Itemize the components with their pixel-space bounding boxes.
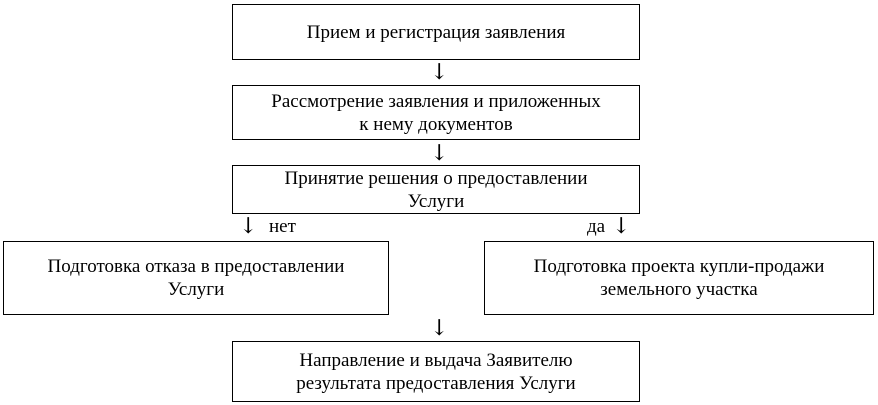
step-refuse-box: Подготовка отказа в предоставлении Услуг… bbox=[3, 241, 389, 315]
step-contract-text-line2: земельного участка bbox=[600, 279, 758, 300]
step-review-box: Рассмотрение заявления и приложенных к н… bbox=[232, 85, 640, 140]
step-issue-text-line2: результата предоставления Услуги bbox=[296, 372, 576, 394]
step-issue-box: Направление и выдача Заявителю результат… bbox=[232, 341, 640, 402]
arrow-down-icon-yes-branch: ↓ bbox=[612, 214, 631, 239]
arrow-down-icon: ↓ bbox=[430, 60, 449, 85]
branch-label-no: нет bbox=[269, 216, 296, 237]
branch-label-yes: да bbox=[587, 216, 606, 237]
step-contract-box: Подготовка проекта купли-продажи земельн… bbox=[484, 241, 874, 315]
arrow-down-icon: ↓ bbox=[430, 141, 449, 166]
step-contract-text-line1: Подготовка проекта купли-продажи bbox=[533, 256, 825, 277]
step-receive-box: Прием и регистрация заявления bbox=[232, 4, 640, 60]
step-decision-box: Принятие решения о предоставлении Услуги bbox=[232, 165, 640, 214]
step-decision-text-line2: Услуги bbox=[407, 190, 465, 212]
step-decision-text-line1: Принятие решения о предоставлении bbox=[284, 167, 588, 189]
step-receive-text: Прием и регистрация заявления bbox=[306, 21, 566, 43]
step-refuse-text-line2: Услуги bbox=[167, 279, 225, 300]
arrow-down-icon: ↓ bbox=[430, 316, 449, 341]
arrow-down-icon-no-branch: ↓ bbox=[239, 214, 258, 239]
step-review-text-line2: к нему документов bbox=[359, 113, 513, 135]
step-refuse-text-line1: Подготовка отказа в предоставлении bbox=[47, 256, 345, 277]
step-review-text-line1: Рассмотрение заявления и приложенных bbox=[271, 90, 601, 112]
step-issue-text-line1: Направление и выдача Заявителю bbox=[299, 349, 573, 371]
